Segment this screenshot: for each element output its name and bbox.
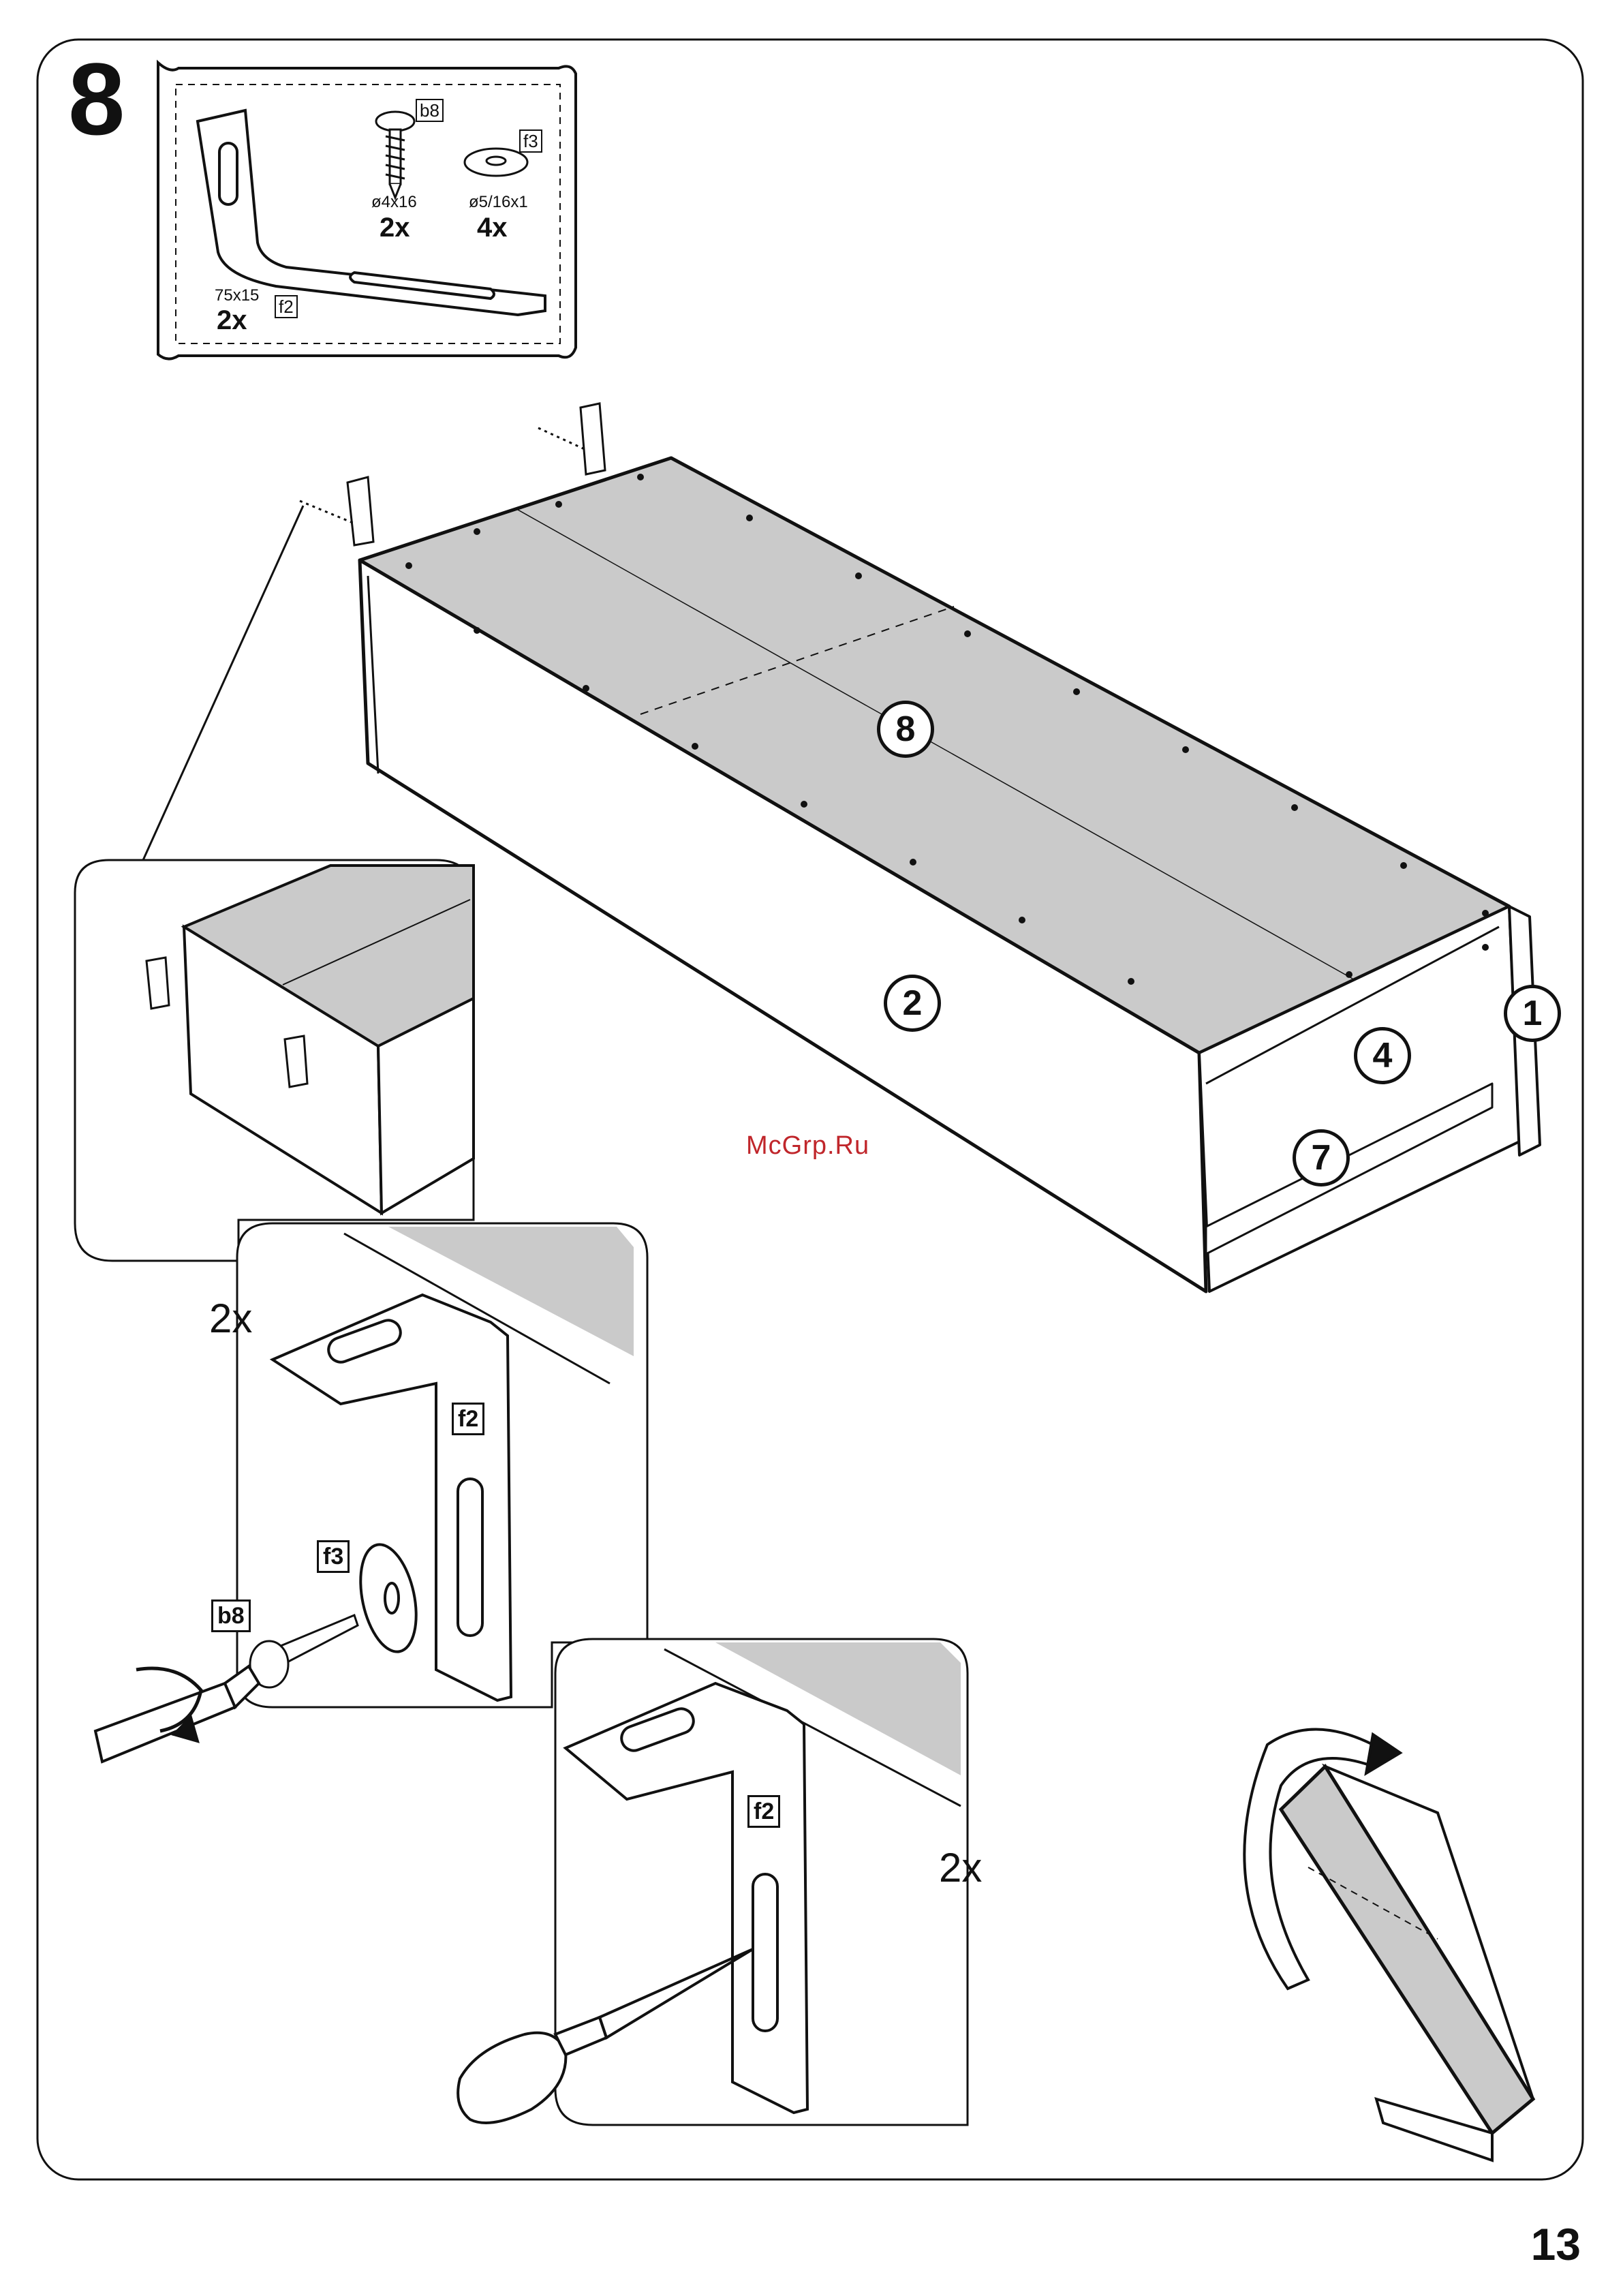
- small-bracket-left: [300, 477, 373, 545]
- bracket-code: f2: [275, 295, 298, 318]
- detail-one-bracket-code: f2: [452, 1403, 484, 1435]
- page-number: 13: [1531, 2218, 1581, 2270]
- detail-one-count: 2x: [209, 1295, 252, 1342]
- screw-qty: 2x: [380, 213, 410, 243]
- detail-one-washer-code: f3: [317, 1540, 350, 1573]
- part-number-1: 1: [1504, 985, 1561, 1042]
- washer-code: f3: [519, 129, 542, 153]
- bracket-size: 75x15: [215, 286, 259, 305]
- washer-size: ø5/16x1: [469, 193, 528, 212]
- flip-hint: [1244, 1730, 1533, 2161]
- bracket-qty: 2x: [217, 305, 247, 336]
- watermark: McGrp.Ru: [746, 1131, 869, 1161]
- washer-part: [465, 149, 527, 176]
- washer-qty: 4x: [477, 213, 508, 243]
- detail-two-count: 2x: [939, 1844, 982, 1891]
- screw-code: b8: [416, 99, 444, 122]
- part-number-4: 4: [1354, 1027, 1411, 1084]
- detail-screwdriver: [95, 1666, 259, 1762]
- part-number-2: 2: [884, 975, 941, 1032]
- screw-size: ø4x16: [371, 193, 417, 212]
- detail-one-screw-code: b8: [211, 1599, 251, 1632]
- callout-lines: [143, 506, 303, 860]
- small-bracket-right: [538, 403, 605, 474]
- detail-two-bracket-code: f2: [747, 1795, 780, 1828]
- cabinet: [360, 458, 1540, 1291]
- part-number-7: 7: [1293, 1129, 1350, 1187]
- part-number-8: 8: [877, 701, 934, 758]
- step-number: 8: [68, 48, 125, 150]
